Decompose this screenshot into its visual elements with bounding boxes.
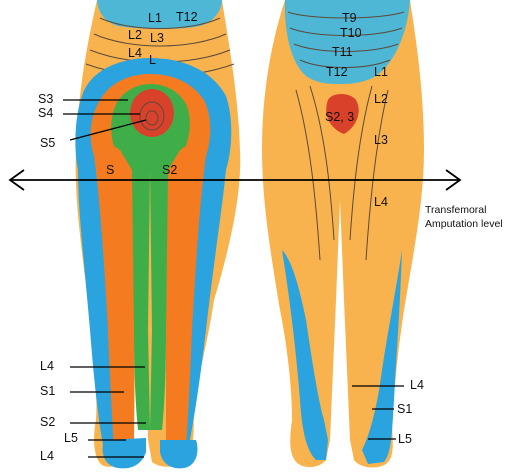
caption-line-1: Transfemoral — [425, 203, 503, 217]
anterior-foot-label-l5: L5 — [398, 433, 412, 446]
posterior-left-foot — [103, 438, 146, 468]
anterior-label-l1: L1 — [374, 66, 388, 79]
anterior-label-t11: T11 — [332, 46, 353, 59]
posterior-label-s: S — [106, 164, 114, 177]
anterior-label-t12: T12 — [326, 66, 348, 79]
amputation-level-caption: Transfemoral Amputation level — [425, 203, 503, 231]
posterior-label-s5: S5 — [40, 137, 55, 150]
posterior-label-l4: L4 — [128, 47, 142, 60]
caption-line-2: Amputation level — [425, 217, 503, 231]
posterior-foot-label-s2: S2 — [40, 416, 55, 429]
anterior-label-l3: L3 — [374, 134, 388, 147]
anterior-label-t9: T9 — [342, 12, 357, 25]
posterior-foot-label-l5: L5 — [64, 432, 78, 445]
posterior-foot-label-l4-upper: L4 — [40, 360, 54, 373]
posterior-foot-label-l4-lower: L4 — [40, 450, 54, 463]
anterior-foot-label-s1: S1 — [397, 403, 412, 416]
anterior-label-l2: L2 — [374, 93, 388, 106]
anterior-foot-label-l4: L4 — [410, 379, 424, 392]
posterior-label-l1: L1 — [148, 12, 162, 25]
posterior-label-s4: S4 — [38, 107, 53, 120]
posterior-label-s2: S2 — [162, 164, 177, 177]
anterior-label-l4: L4 — [374, 196, 388, 209]
posterior-label-s3: S3 — [38, 93, 53, 106]
posterior-label-l: L — [149, 54, 156, 67]
posterior-label-l3: L3 — [150, 32, 164, 45]
posterior-foot-label-s1: S1 — [40, 385, 55, 398]
posterior-label-l2: L2 — [128, 29, 142, 42]
anterior-label-t10: T10 — [340, 27, 362, 40]
anterior-label-s23: S2, 3 — [325, 111, 354, 124]
posterior-label-t12: T12 — [176, 11, 198, 24]
posterior-figure — [63, 0, 240, 468]
